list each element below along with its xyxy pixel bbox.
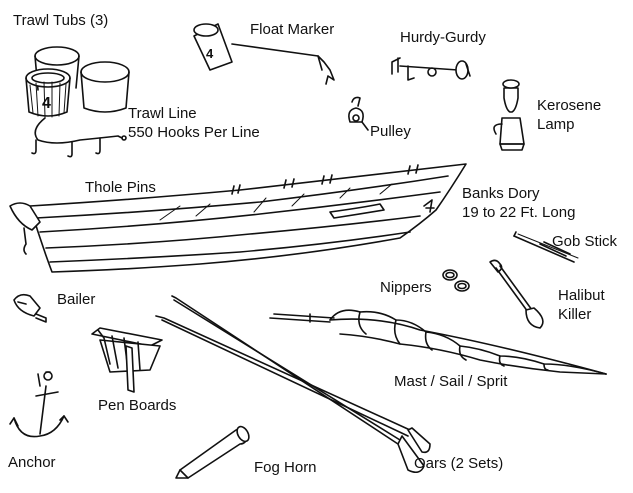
label-kerosene-lamp-line1: Kerosene xyxy=(537,97,602,114)
banks-dory-drawing xyxy=(9,163,467,273)
trawl-line-drawing xyxy=(31,117,127,158)
label-pen-boards: Pen Boards xyxy=(98,397,177,414)
label-fog-horn: Fog Horn xyxy=(254,459,317,476)
hurdy-gurdy-drawing xyxy=(391,57,471,81)
label-thole-pins: Thole Pins xyxy=(85,179,156,196)
pulley-drawing xyxy=(348,96,369,131)
label-gob-stick: Gob Stick xyxy=(552,233,618,250)
label-trawl-line-line1: Trawl Line xyxy=(128,105,197,122)
halibut-killer-drawing xyxy=(489,259,544,329)
label-pulley: Pulley xyxy=(370,123,411,140)
label-bailer: Bailer xyxy=(57,291,96,308)
label-halibut-killer-line2: Killer xyxy=(558,306,592,323)
label-kerosene-lamp: Kerosene Lamp xyxy=(537,96,601,134)
label-banks-dory-line1: Banks Dory xyxy=(462,185,540,202)
label-anchor: Anchor xyxy=(8,454,56,471)
label-nippers: Nippers xyxy=(380,279,432,296)
label-oars: Oars (2 Sets) xyxy=(414,455,504,472)
float-marker-number: 4 xyxy=(206,46,214,61)
label-banks-dory: Banks Dory 19 to 22 Ft. Long xyxy=(462,184,575,222)
label-trawl-line: Trawl Line 550 Hooks Per Line xyxy=(128,104,260,142)
nippers-drawing xyxy=(442,269,470,292)
fog-horn-drawing xyxy=(175,425,250,479)
kerosene-lamp-drawing xyxy=(493,79,525,151)
float-marker-drawing xyxy=(193,23,335,85)
oars-drawing xyxy=(155,295,431,474)
mast-sail-sprit-drawing xyxy=(269,309,607,375)
label-halibut-killer: Halibut Killer xyxy=(558,286,605,324)
bailer-drawing xyxy=(13,293,47,323)
trawl-tub-number: 4 xyxy=(42,95,51,112)
label-mast-sail-sprit: Mast / Sail / Sprit xyxy=(394,373,508,390)
label-halibut-killer-line1: Halibut xyxy=(558,287,605,304)
label-trawl-tubs: Trawl Tubs (3) xyxy=(13,12,109,29)
gob-stick-drawing xyxy=(513,231,579,263)
label-trawl-line-line2: 550 Hooks Per Line xyxy=(128,124,260,141)
label-banks-dory-line2: 19 to 22 Ft. Long xyxy=(462,204,576,221)
pen-boards-drawing xyxy=(91,327,163,393)
label-hurdy-gurdy: Hurdy-Gurdy xyxy=(400,29,486,46)
trawl-tubs-drawing xyxy=(25,46,130,118)
label-kerosene-lamp-line2: Lamp xyxy=(537,116,575,133)
anchor-drawing xyxy=(9,371,69,438)
label-float-marker: Float Marker xyxy=(250,21,335,38)
